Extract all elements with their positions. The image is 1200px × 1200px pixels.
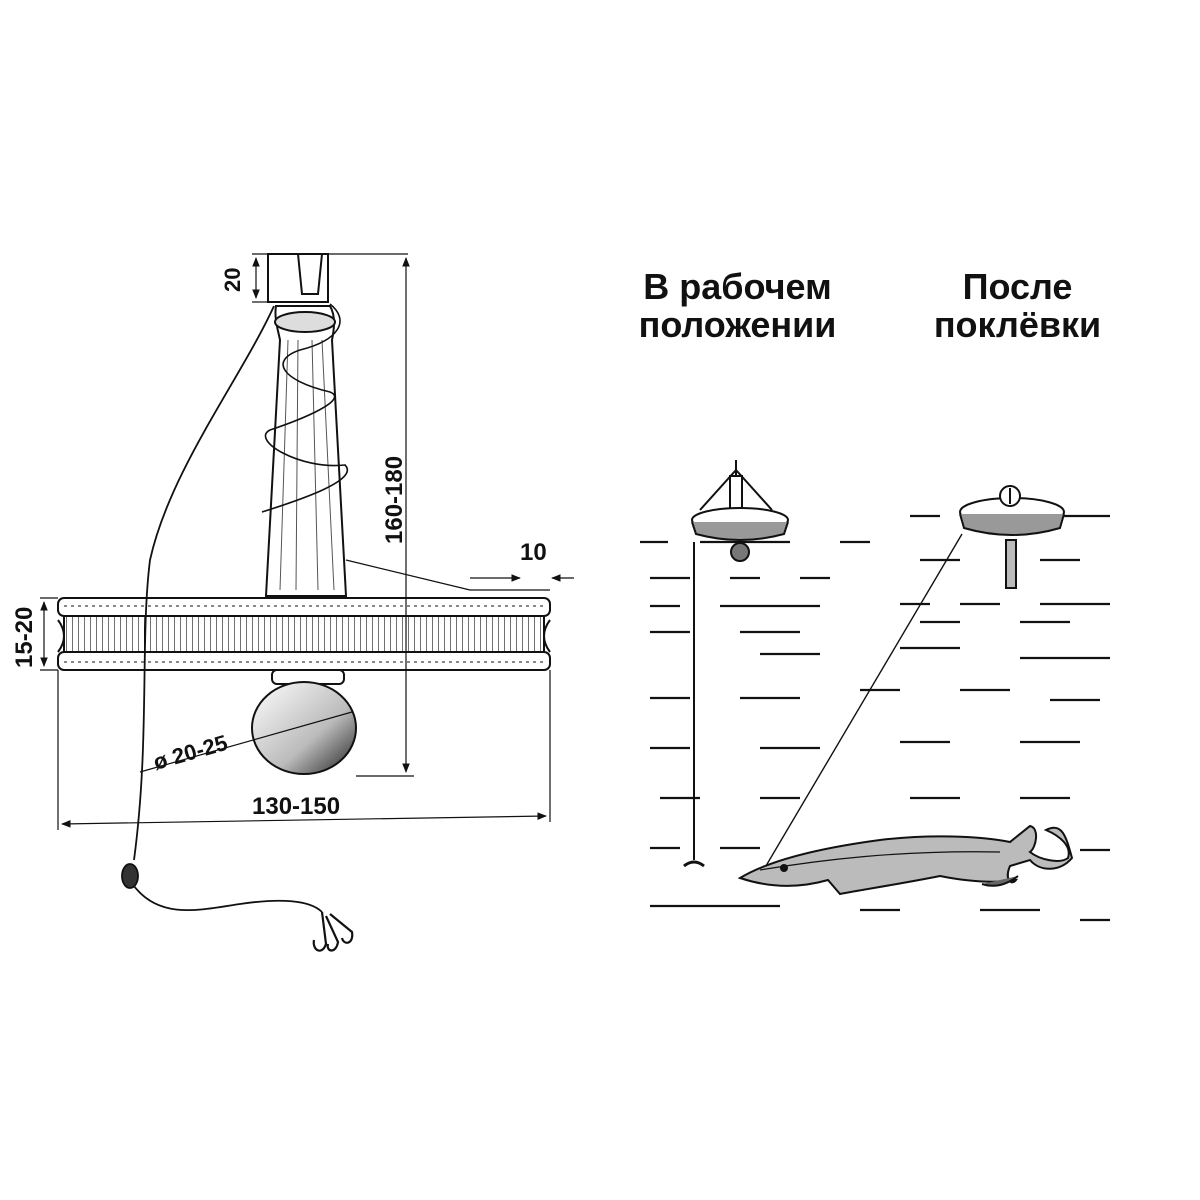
caption-after-bite-line1: После: [962, 266, 1073, 307]
water-scene: [640, 460, 1110, 922]
water-lines: [640, 514, 1110, 922]
dim-disc-thickness: 15-20: [11, 607, 38, 668]
dim-disc-diameter: 130-150: [252, 793, 340, 820]
float-disc: [57, 597, 551, 671]
caption-after-bite: После поклёвки: [905, 268, 1130, 344]
ball-weight: [251, 669, 357, 775]
caption-working-line1: В рабочем: [643, 266, 832, 307]
float-construction: 20 160-180 10 15-20 ø 20-25 130-150: [11, 253, 574, 952]
caption-working-position: В рабочем положении: [600, 268, 875, 344]
dim-rim-width: 10: [520, 539, 547, 566]
treble-hook-icon: [312, 911, 354, 952]
mast-slot: [267, 253, 329, 303]
fishing-line: [121, 305, 323, 913]
dim-slot-height: 20: [220, 268, 245, 292]
float-after-bite: [759, 485, 1065, 877]
pike-fish-icon: [737, 824, 1074, 896]
mast: [261, 303, 349, 597]
dim-mast-height: 160-180: [381, 456, 408, 544]
float-working-position: [683, 460, 789, 868]
dim-ball-diameter: ø 20-25: [150, 730, 230, 775]
caption-working-line2: положении: [638, 304, 837, 345]
caption-after-bite-line2: поклёвки: [933, 304, 1102, 345]
dimension-lines: [40, 253, 574, 830]
